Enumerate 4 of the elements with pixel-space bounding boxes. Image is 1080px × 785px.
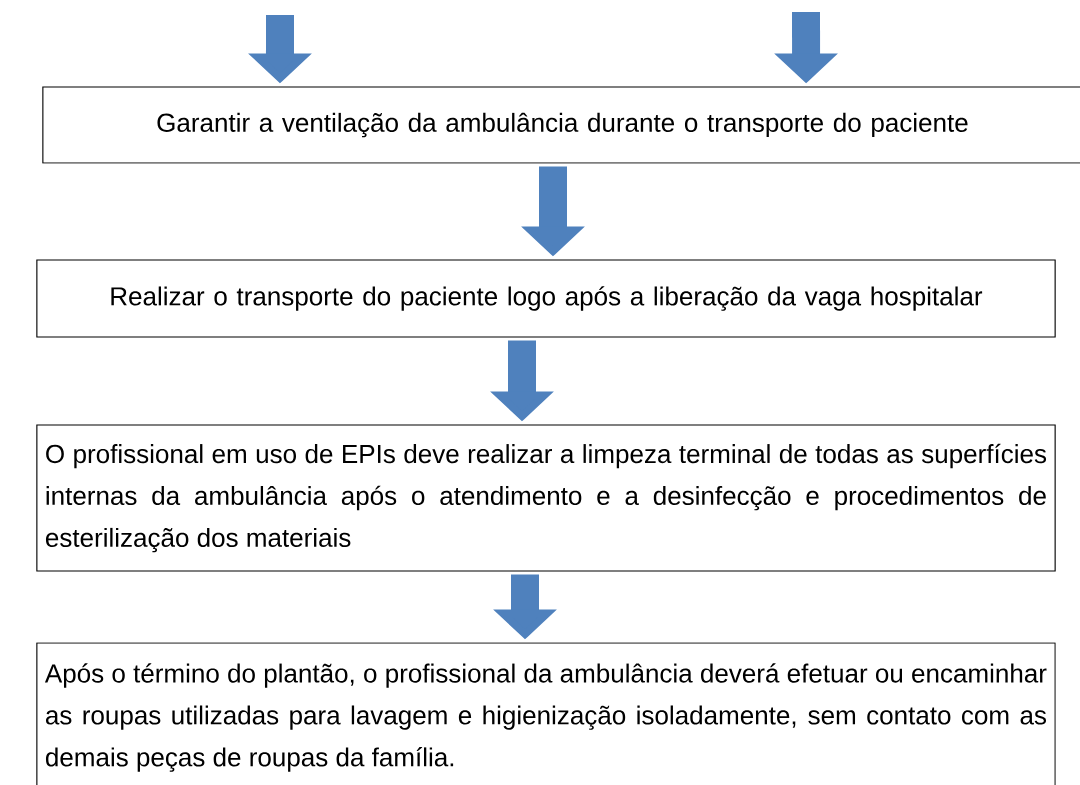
process-box: Garantir a ventilação da ambulância durante o transporte do paciente bbox=[42, 86, 1080, 164]
process-box: Realizar o transporte do paciente logo após a liberação da vaga hospitalar bbox=[36, 259, 1056, 338]
process-box: O profissional em uso de EPIs deve realizar a limpeza terminal de todas as superfícies internas da ambulância após o atendimento e a desinfecção e procedimentos de esterilização dos materiais bbox=[36, 424, 1056, 572]
process-box: Após o término do plantão, o profissional da ambulância deverá efetuar ou encaminhar as roupas utilizadas para lavagem e higienização isoladamente, sem contato com as demais peças de roupas da família. bbox=[36, 642, 1056, 785]
